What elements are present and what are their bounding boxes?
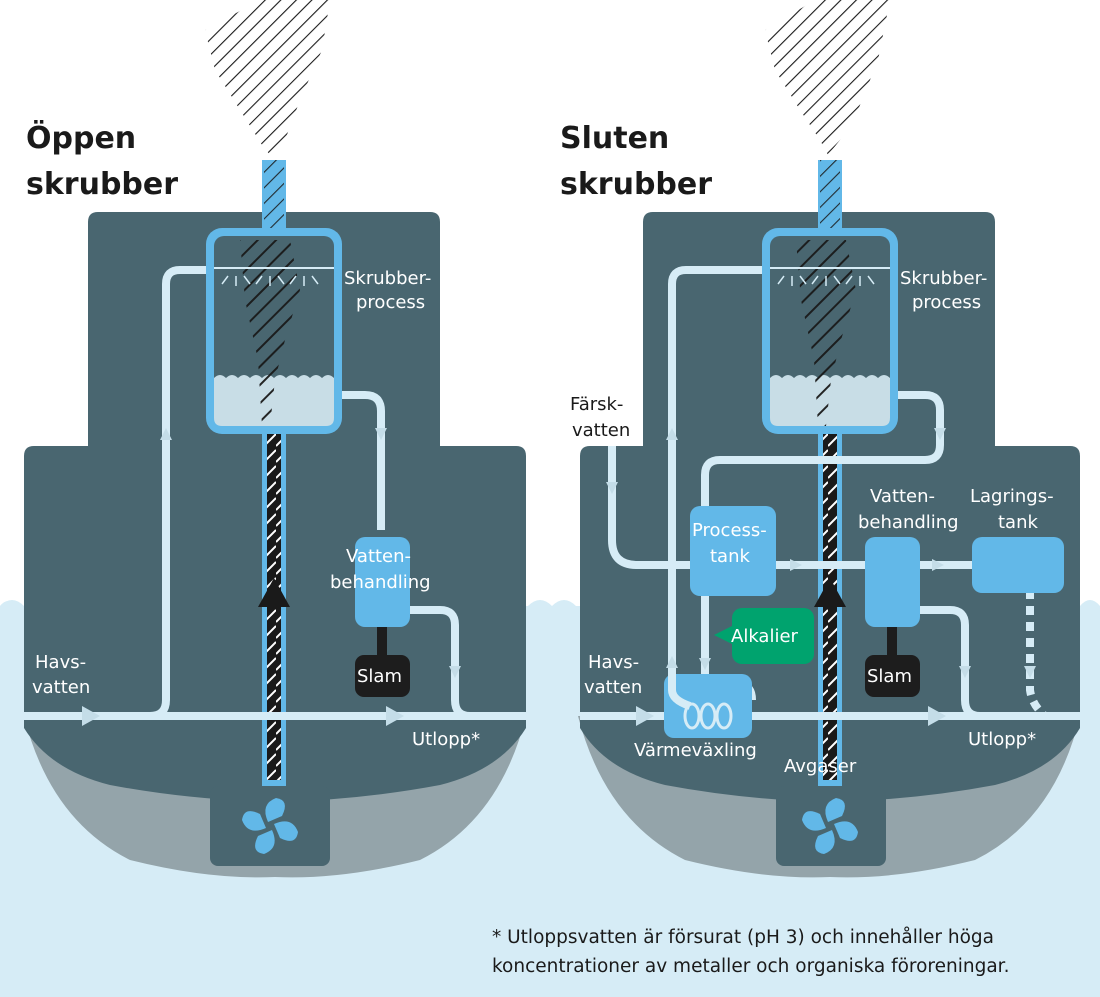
propeller-icon [242, 798, 298, 854]
closed-scrubber: Sluten skrubber Skrubber- process Färsk-… [560, 0, 1080, 878]
flow-arrow-icon [699, 658, 711, 670]
alkali-arrow-icon [714, 626, 732, 644]
closed-outlet-label: Utlopp* [968, 729, 1036, 750]
exhaust-label: Avgaser [784, 756, 857, 777]
scrubber-outlet-pipe [701, 391, 944, 510]
closed-seawater-label-2: vatten [584, 677, 642, 698]
footnote-line1: * Utloppsvatten är försurat (pH 3) och i… [492, 927, 994, 948]
open-seawater-label-1: Havs- [35, 652, 86, 673]
alkali-label: Alkalier [731, 626, 799, 647]
recirculation-pipe [668, 266, 762, 700]
alkali-box [732, 608, 814, 664]
open-title-line1: Öppen [26, 119, 136, 156]
water-treatment-unit [355, 537, 410, 627]
exhaust-smoke [765, 0, 890, 155]
flow-arrow-icon [375, 428, 387, 440]
open-seawater-label-2: vatten [32, 677, 90, 698]
sludge-box [355, 655, 410, 697]
flow-arrow-icon [606, 482, 618, 494]
closed-title-line1: Sluten [560, 121, 669, 156]
scrubber-outlet-pipe [342, 391, 385, 530]
closed-title-line2: skrubber [560, 167, 712, 202]
open-water-treatment-label-2: behandling [330, 572, 431, 593]
freshwater-label-1: Färsk- [570, 394, 623, 415]
open-scrubber: Öppen skrubber Skrubber- process [24, 0, 526, 878]
open-outlet-label: Utlopp* [412, 729, 480, 750]
freshwater-pipe [608, 446, 690, 569]
spray-nozzles [221, 275, 319, 286]
heat-exchange-label: Värmeväxling [634, 740, 757, 761]
flow-arrow-icon [959, 666, 971, 678]
flow-arrow-icon [160, 428, 172, 440]
flow-arrow-icon [636, 706, 654, 726]
heat-exchanger-coils [683, 702, 733, 730]
process-tank [690, 506, 776, 596]
storage-tank-label-2: tank [998, 512, 1038, 533]
engine-box [776, 786, 886, 866]
exhaust-up-arrow-icon [258, 578, 290, 607]
storage-tank-label-1: Lagrings- [970, 486, 1054, 507]
open-scrubber-label-2: process [356, 292, 425, 313]
closed-sludge-label: Slam [867, 666, 912, 687]
flow-arrow-icon [928, 706, 946, 726]
storage-drain-pipe [1026, 590, 1048, 720]
process-tank-label-1: Process- [692, 520, 767, 541]
closed-water-treatment-label-2: behandling [858, 512, 959, 533]
engine-box [210, 786, 330, 866]
flow-arrow-icon [790, 559, 802, 571]
storage-tank [972, 537, 1064, 593]
exhaust-up-arrow-icon [814, 578, 846, 607]
water-treatment-unit [865, 537, 920, 627]
flow-arrow-icon [934, 428, 946, 440]
process-tank-label-2: tank [710, 546, 750, 567]
closed-scrubber-label-1: Skrubber- [900, 268, 987, 289]
sludge-box [865, 655, 920, 697]
flow-arrow-icon [386, 706, 404, 726]
flow-arrow-icon [449, 666, 461, 678]
flow-arrow-icon [666, 428, 678, 440]
open-scrubber-label-1: Skrubber- [344, 268, 431, 289]
closed-scrubber-label-2: process [912, 292, 981, 313]
flow-arrow-icon [666, 656, 678, 668]
freshwater-label-2: vatten [572, 420, 630, 441]
spray-nozzles [777, 275, 875, 286]
scrubber-tank [206, 228, 342, 434]
open-sludge-label: Slam [357, 666, 402, 687]
flow-arrow-icon [932, 559, 944, 571]
closed-seawater-label-1: Havs- [588, 652, 639, 673]
flow-arrow-icon [1024, 666, 1036, 678]
open-title-line2: skrubber [26, 167, 178, 202]
flow-arrow-icon [82, 706, 100, 726]
closed-water-treatment-label-1: Vatten- [870, 486, 935, 507]
exhaust-smoke [205, 0, 330, 155]
scrubber-tank [762, 228, 898, 434]
footnote-line2: koncentrationer av metaller och organisk… [492, 956, 1009, 977]
open-water-treatment-label-1: Vatten- [346, 546, 411, 567]
propeller-icon [802, 798, 858, 854]
